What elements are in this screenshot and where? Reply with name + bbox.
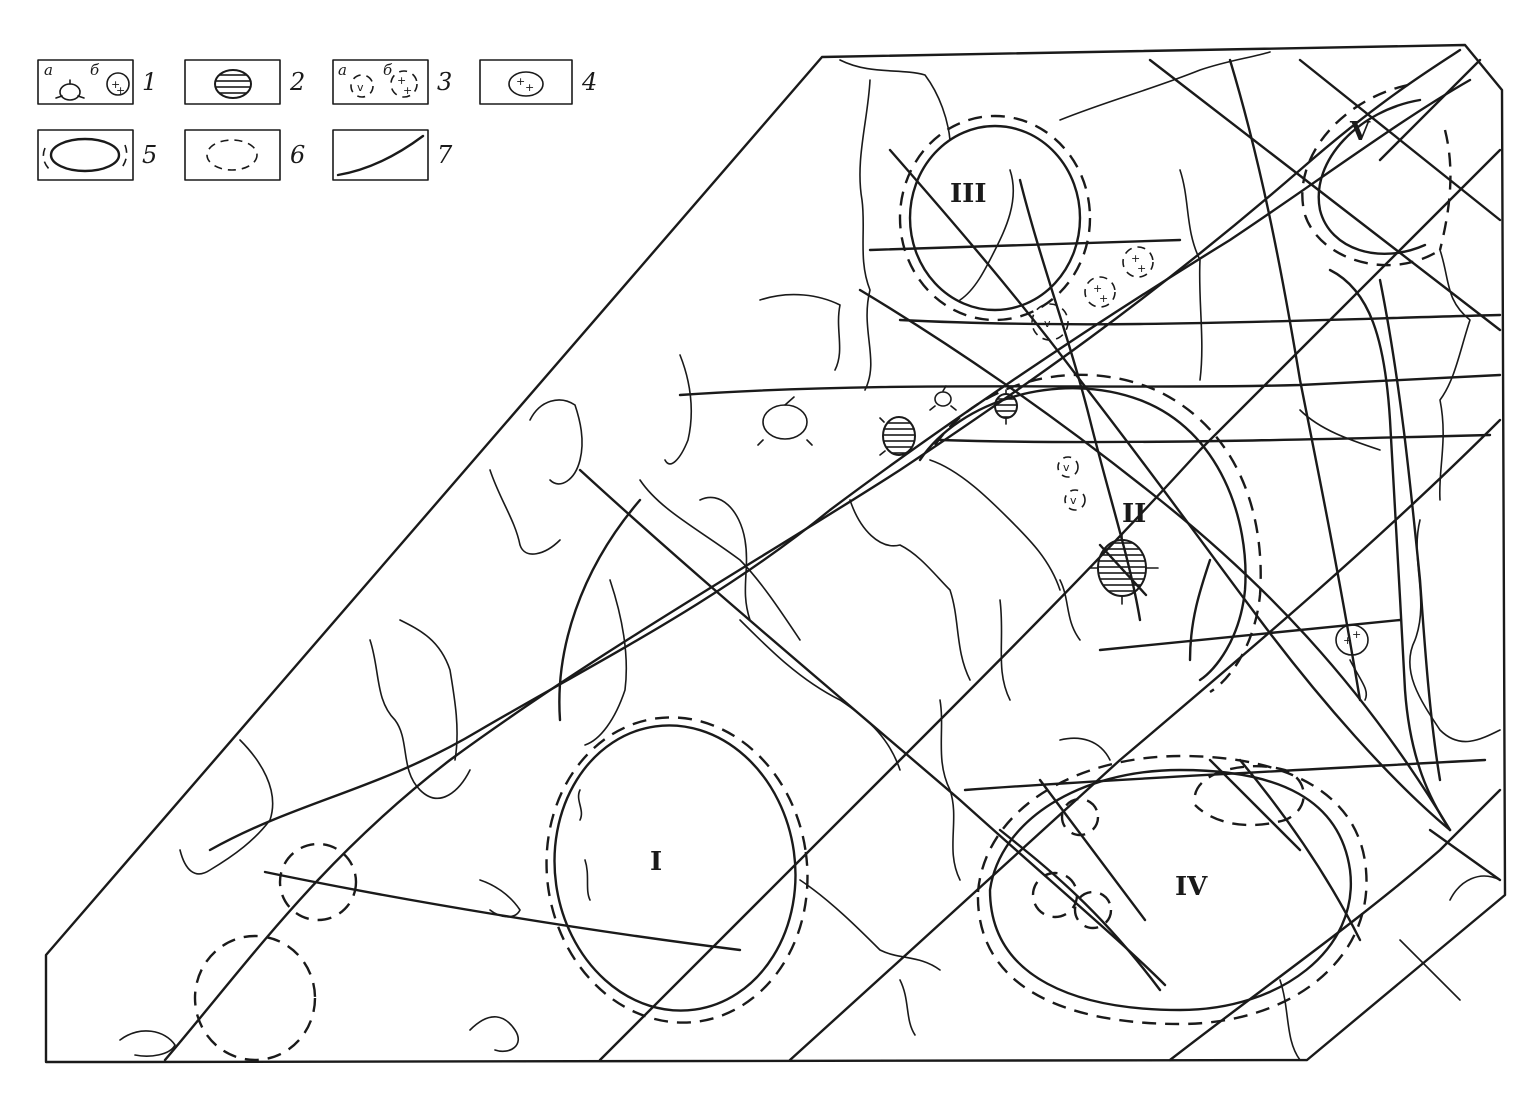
- legend-item-4-number: 4: [581, 68, 597, 96]
- plus-sign: +: [1099, 292, 1108, 305]
- dashed-circle-v-icon: v: [1064, 489, 1086, 511]
- plus-sign: +: [1137, 262, 1146, 275]
- plus-sign: +: [1343, 634, 1352, 647]
- dashed-ring-icon: [206, 139, 258, 171]
- v-sign: v: [1063, 461, 1070, 474]
- deposit-a-icon: [59, 83, 81, 101]
- legend-item-3: а v б + + 3: [332, 59, 452, 105]
- legend-item-7-number: 7: [437, 141, 453, 169]
- legend-item-3-number: 3: [437, 68, 452, 96]
- plus-sign: +: [1352, 628, 1361, 641]
- dashed-circle-v-icon: v: [1031, 303, 1069, 341]
- v-sign: v: [357, 81, 364, 94]
- legend-item-7: 7: [332, 129, 453, 181]
- legend-item-1-number: 1: [142, 68, 157, 96]
- ring-structure-i: [545, 716, 809, 1024]
- dashed-circle-v-icon: [350, 74, 374, 98]
- legend-box-7: [332, 129, 429, 181]
- dashed-circle-plus-icon: [390, 70, 418, 98]
- plus-sign: +: [116, 84, 125, 97]
- legend-item-6: 6: [184, 129, 305, 181]
- legend-item-1: а б + + 1: [37, 59, 157, 105]
- structure-label-iv: IV: [1175, 872, 1208, 902]
- hatched-body-icon: [1089, 534, 1159, 605]
- deposit-a-icon: [757, 396, 813, 446]
- deposit-b-icon: [106, 72, 130, 96]
- ring-structure-iv: [976, 754, 1368, 1026]
- legend-item-2-number: 2: [289, 68, 305, 96]
- legend-item-5-number: 5: [142, 141, 157, 169]
- structure-label-iii: III: [950, 179, 987, 209]
- symbols: v v v + + + + + +: [757, 246, 1369, 656]
- fault-line-icon: [336, 134, 425, 177]
- legend-box-1: [37, 59, 134, 105]
- legend-box-6: [184, 129, 281, 181]
- intrusion-icon: [508, 71, 544, 97]
- legend-item-1-sub-a: а: [44, 61, 53, 79]
- deposit-a-icon: [929, 385, 957, 411]
- fault-lines: [163, 48, 1502, 1062]
- legend-box-5: [37, 129, 134, 181]
- legend-item-6-number: 6: [290, 141, 305, 169]
- dashed-rings: [193, 764, 1305, 1062]
- hatched-body-icon: [994, 389, 1018, 425]
- plus-sign: +: [397, 74, 406, 87]
- legend-box-4: [479, 59, 573, 105]
- legend-item-1-sub-b: б: [90, 61, 100, 79]
- hatched-body-icon: [879, 416, 916, 456]
- dashed-circle-plus-icon: + +: [1122, 246, 1154, 278]
- legend: а б + + 1 2 а v б + + 3: [37, 59, 597, 181]
- legend-box-2: [184, 59, 281, 105]
- plus-sign: +: [1093, 282, 1102, 295]
- legend-item-3-sub-b: б: [383, 61, 393, 79]
- v-sign: v: [1070, 494, 1077, 507]
- legend-box-3: [332, 59, 429, 105]
- ring-structure-iii: [898, 114, 1092, 322]
- intrusion-icon: + +: [1335, 624, 1369, 656]
- plus-sign: +: [403, 84, 412, 97]
- structure-label-v: V: [1349, 117, 1371, 147]
- dashed-circle-v-icon: v: [1057, 456, 1079, 478]
- map-frame: [44, 43, 1507, 1064]
- dashed-circle-plus-icon: + +: [1084, 276, 1116, 308]
- legend-item-2: 2: [184, 59, 305, 105]
- legend-item-3-sub-a: а: [338, 61, 347, 79]
- ring-structure-v: [1301, 83, 1452, 267]
- coastlines: [119, 51, 1501, 1061]
- hatched-body-icon: [214, 69, 252, 99]
- plus-sign: +: [525, 81, 534, 94]
- structure-label-i: I: [650, 847, 662, 877]
- structure-label-ii: II: [1122, 499, 1146, 529]
- legend-item-4: + + 4: [479, 59, 597, 105]
- legend-item-5: 5: [37, 129, 157, 181]
- ring-structure-icon: [49, 137, 121, 173]
- ring-structures: [545, 83, 1452, 1026]
- structure-labels: I II III IV V: [650, 117, 1371, 902]
- plus-sign: +: [516, 75, 525, 88]
- plus-sign: +: [1131, 252, 1140, 265]
- plus-sign: +: [111, 78, 120, 91]
- v-sign: v: [1044, 317, 1051, 330]
